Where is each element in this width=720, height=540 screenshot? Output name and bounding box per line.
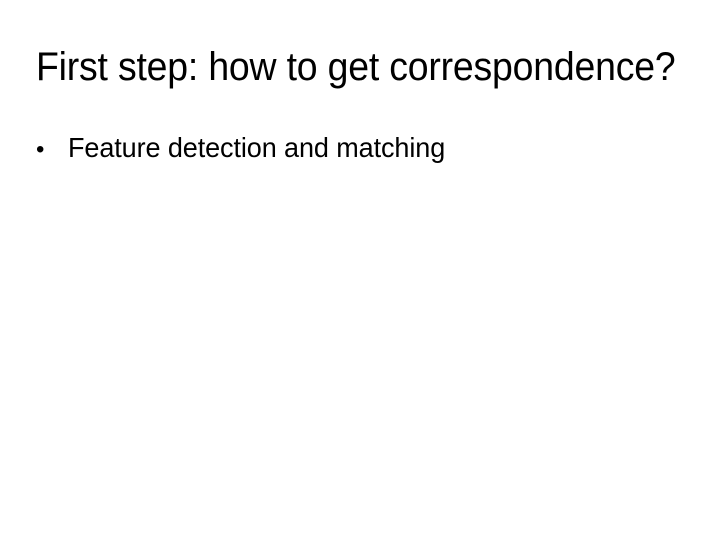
bullet-dot-icon: • [36, 136, 45, 163]
slide-empty-content-area [0, 190, 720, 540]
list-item-label: Feature detection and matching [68, 132, 446, 163]
slide-title: First step: how to get correspondence? [36, 45, 676, 89]
slide-body-list: • Feature detection and matching [36, 130, 686, 168]
list-item: • Feature detection and matching [36, 130, 686, 168]
